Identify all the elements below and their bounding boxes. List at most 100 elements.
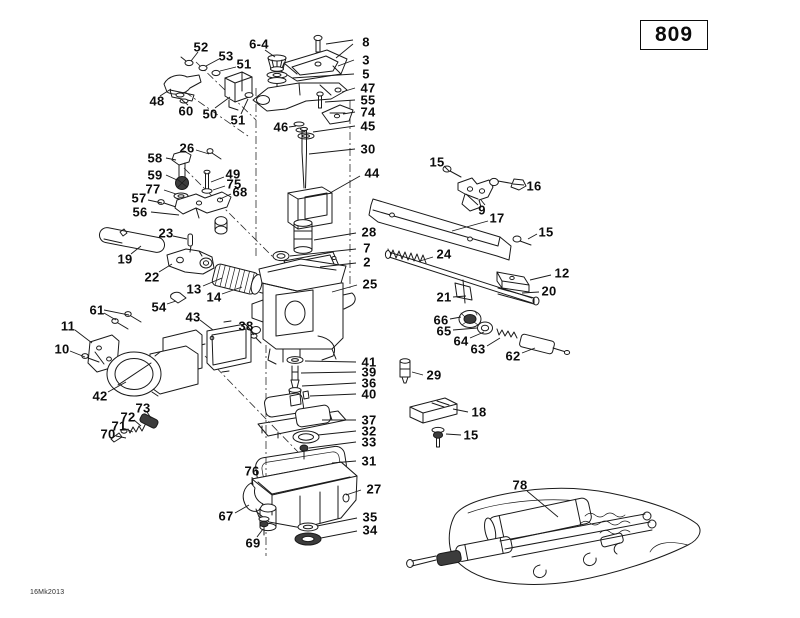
callout-leader-30 [308, 148, 356, 155]
part-carb-body-25 [251, 258, 356, 365]
callout-leader-65 [452, 327, 478, 331]
engine-tag-box: 809 [640, 20, 708, 50]
callout-leader-68 [219, 193, 232, 200]
part-pin-23 [187, 233, 193, 247]
callout-24: 24 [436, 247, 452, 262]
callout-leader-15 [527, 233, 538, 240]
callout-leader-63 [486, 337, 501, 347]
callout-leader-26 [195, 149, 210, 155]
callout-52: 52 [193, 40, 208, 55]
part-screw-49-75 [201, 169, 213, 194]
callout-31: 31 [361, 454, 376, 469]
part-screw-55 [316, 91, 324, 109]
callout-33: 33 [361, 435, 376, 450]
footer-code: 16Mk2013 [30, 589, 65, 596]
part-ring-32 [292, 430, 320, 444]
callout-20: 20 [541, 284, 556, 299]
callout-leader-76 [251, 476, 254, 486]
callout-leader-24 [419, 256, 434, 262]
callout-51: 51 [236, 57, 251, 72]
callout-8: 8 [362, 35, 370, 50]
callout-leader-16 [512, 183, 525, 186]
callout-42: 42 [92, 389, 107, 404]
callout-15: 15 [463, 428, 478, 443]
callout-leader-51 [219, 66, 237, 72]
part-screw-15-lower [431, 426, 445, 448]
callout-leader-33 [308, 441, 357, 449]
callout-53: 53 [218, 49, 233, 64]
callout-34: 34 [362, 523, 378, 538]
callout-leader-36 [301, 382, 357, 387]
callout-leader-12 [529, 274, 552, 281]
part-nut-59 [175, 176, 189, 190]
callout-65: 65 [436, 324, 451, 339]
callout-43: 43 [185, 310, 200, 325]
callout-18: 18 [471, 405, 486, 420]
callout-47: 47 [360, 81, 375, 96]
callout-leader-20 [521, 291, 540, 294]
callout-leader-3 [337, 59, 355, 67]
part-block-50 [224, 71, 254, 111]
callout-leader-19 [130, 245, 142, 255]
kit-bag-label-scribble [579, 512, 631, 535]
part-cover-plate-3 [280, 49, 348, 82]
part-lever-47 [252, 82, 348, 112]
callout-14: 14 [206, 290, 222, 305]
callout-leader-56 [150, 211, 180, 216]
callout-leader-66 [449, 316, 462, 320]
callout-41: 41 [361, 355, 376, 370]
callout-78: 78 [512, 478, 527, 493]
callout-29: 29 [426, 368, 441, 383]
alignment-centerlines [183, 61, 351, 556]
callout-72: 72 [120, 410, 135, 425]
callout-leader-2 [319, 262, 357, 268]
callout-45: 45 [360, 119, 375, 134]
callout-leader-67 [234, 504, 250, 514]
part-drawings [81, 34, 701, 585]
callout-leader-15 [445, 433, 462, 436]
callout-leader-55 [324, 99, 356, 103]
callout-leader-13 [202, 277, 223, 287]
callout-leader-50 [214, 96, 231, 109]
callout-68: 68 [232, 185, 247, 200]
callout-leader-35 [316, 517, 358, 527]
callout-7: 7 [363, 241, 371, 256]
callout-leader-6-4 [264, 49, 276, 58]
part-plunger-28 [293, 219, 313, 254]
callout-leader-8 [335, 43, 354, 59]
callout-59: 59 [147, 168, 162, 183]
callout-44: 44 [364, 166, 380, 181]
callout-leader-78 [526, 490, 559, 518]
callout-26: 26 [179, 141, 194, 156]
callout-leader-31 [331, 460, 357, 464]
part-screw-15-mid [512, 235, 532, 246]
callout-27: 27 [366, 482, 381, 497]
callout-49: 49 [225, 167, 240, 182]
callout-leader-10 [69, 350, 86, 358]
callout-25: 25 [362, 277, 377, 292]
callout-leader-28 [313, 232, 357, 241]
callout-leader-43 [199, 319, 214, 331]
callout-leader-9 [480, 199, 486, 206]
callout-leader-17 [451, 220, 489, 232]
callout-6-4: 6-4 [249, 37, 269, 52]
callout-22: 22 [144, 270, 159, 285]
callout-55: 55 [360, 93, 375, 108]
part-bracket-22 [166, 245, 215, 275]
callout-leader-45 [312, 125, 356, 133]
callout-leader-8 [325, 39, 354, 45]
part-bracket-12 [496, 271, 530, 293]
callout-56: 56 [132, 205, 147, 220]
callout-50: 50 [202, 107, 217, 122]
callout-70: 70 [100, 427, 115, 442]
callout-15: 15 [429, 155, 444, 170]
part-bracket-18 [409, 397, 458, 424]
part-screw-38 [250, 333, 262, 344]
callout-3: 3 [362, 53, 370, 68]
callout-leader-32 [317, 430, 357, 436]
callout-leader-72 [133, 419, 142, 427]
callout-69: 69 [245, 536, 260, 551]
callout-leader-46 [288, 125, 297, 128]
callout-40: 40 [361, 387, 376, 402]
